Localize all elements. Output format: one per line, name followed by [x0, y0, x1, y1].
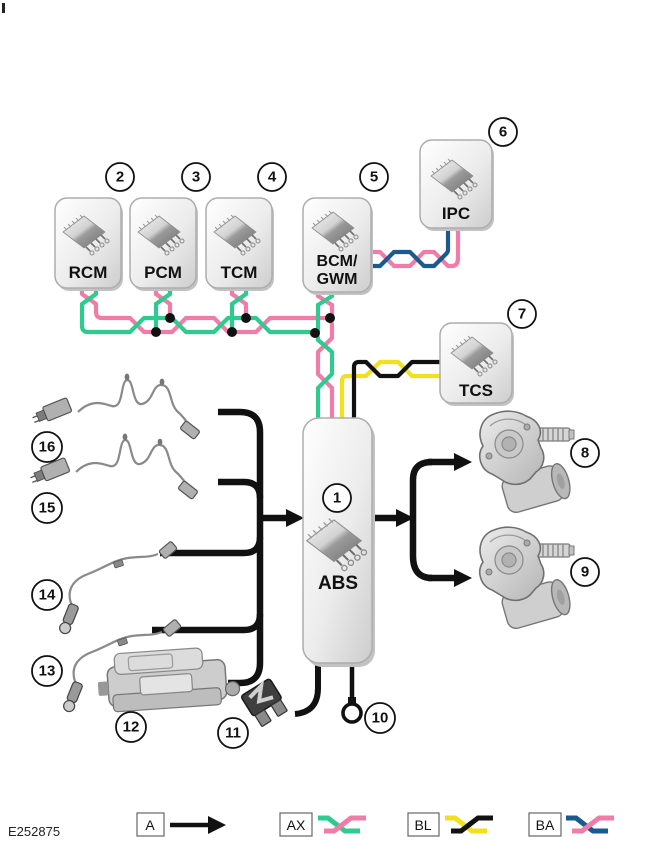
module-ipc-label: IPC — [442, 204, 470, 223]
legend-arrow-item: A — [136, 812, 226, 837]
callout-12: 12 — [115, 711, 147, 743]
can-bus-green-wire — [79, 288, 335, 418]
wheel-speed-sensor-14 — [56, 539, 179, 637]
callout-5: 5 — [359, 162, 389, 192]
callout-1: 1 — [322, 483, 352, 513]
module-bcm-label-line1: BCM/ — [317, 253, 358, 270]
component-9-actuator — [478, 526, 575, 632]
ipc-link-blue-wire — [371, 228, 451, 269]
callout-9-number: 9 — [581, 564, 589, 581]
callout-15-number: 15 — [39, 500, 56, 517]
callout-4: 4 — [257, 162, 287, 192]
callout-3-number: 3 — [192, 169, 200, 186]
module-ipc: IPC — [419, 139, 494, 231]
callout-2: 2 — [105, 162, 135, 192]
scan-artifact — [2, 3, 5, 13]
callout-1-number: 1 — [333, 490, 341, 507]
module-rcm: RCM — [54, 197, 123, 291]
callout-10-number: 10 — [372, 710, 389, 727]
callout-5-number: 5 — [370, 169, 378, 186]
callout-3: 3 — [181, 162, 211, 192]
callout-13-number: 13 — [39, 663, 56, 680]
callout-16-number: 16 — [39, 439, 56, 456]
abs-fuse-wire — [294, 663, 321, 717]
callout-13: 13 — [31, 655, 63, 687]
tcs-link-black-wire — [351, 359, 444, 418]
wheel-speed-sensor-16 — [29, 372, 202, 441]
legend-arrow-code: A — [145, 817, 155, 833]
module-pcm-label: PCM — [144, 263, 182, 282]
twisted-pair-blue-pink-icon — [566, 815, 614, 834]
callout-16: 16 — [31, 431, 63, 463]
legend-pair-ax-item: AX — [279, 812, 366, 837]
callout-7-number: 7 — [518, 306, 526, 323]
callout-14: 14 — [31, 579, 63, 611]
module-abs-label: ABS — [318, 573, 358, 594]
callout-6: 6 — [488, 117, 518, 147]
twisted-pair-yellow-black-icon — [445, 815, 493, 834]
callout-12-number: 12 — [123, 719, 140, 736]
module-abs: 1 ABS — [302, 417, 375, 667]
sensor-harness-trunk — [152, 408, 264, 687]
figure-id: E252875 — [8, 824, 60, 839]
module-rcm-label: RCM — [69, 263, 108, 282]
twisted-pair-green-pink-icon — [318, 815, 366, 834]
legend-pair-bl-code: BL — [414, 817, 431, 833]
component-12-module — [97, 647, 241, 713]
tcs-link-yellow-wire — [339, 359, 444, 418]
module-tcm: TCM — [205, 197, 274, 291]
module-tcs-label: TCS — [459, 381, 493, 400]
callout-11-number: 11 — [225, 725, 241, 742]
callout-11: 11 — [217, 717, 249, 749]
component-8-actuator — [478, 410, 575, 516]
callout-7: 7 — [507, 299, 537, 329]
ground-ring-terminal — [341, 697, 363, 724]
callout-2-number: 2 — [116, 169, 124, 186]
bus-junction-dots — [151, 313, 335, 338]
legend-pair-ba-item: BA — [528, 812, 614, 837]
module-tcs: TCS — [439, 322, 514, 406]
legend-pair-bl-item: BL — [407, 812, 493, 837]
callout-8-number: 8 — [581, 445, 589, 462]
legend-pair-ba-code: BA — [536, 817, 555, 833]
callout-4-number: 4 — [268, 169, 277, 186]
module-bcm-label-line2: GWM — [317, 271, 358, 288]
callout-8: 8 — [570, 438, 600, 468]
callout-9: 9 — [570, 557, 600, 587]
actuator-split-bracket — [409, 458, 433, 582]
callout-6-number: 6 — [499, 124, 507, 141]
callout-10: 10 — [364, 702, 396, 734]
ipc-link-pink-wire — [371, 228, 461, 269]
callout-15: 15 — [31, 492, 63, 524]
module-pcm: PCM — [129, 197, 198, 291]
component-11-fuse — [241, 678, 288, 727]
module-bcm-gwm: BCM/ GWM — [302, 197, 373, 295]
legend-pair-ax-code: AX — [287, 817, 306, 833]
callout-14-number: 14 — [39, 587, 56, 604]
module-tcm-label: TCM — [221, 263, 258, 282]
